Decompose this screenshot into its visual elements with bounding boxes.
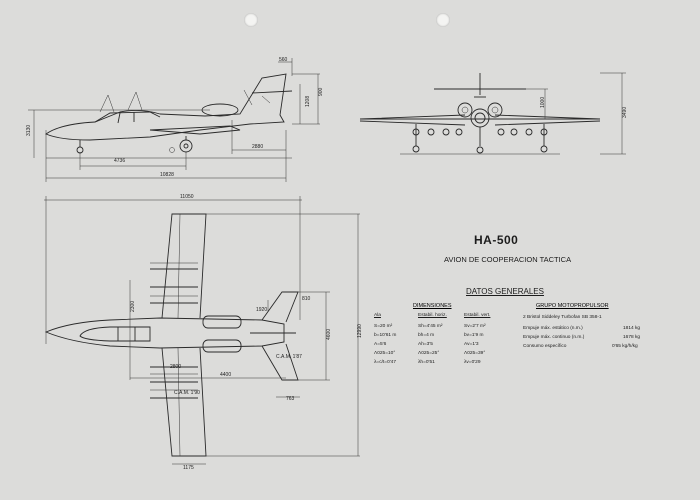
propulsion-label: Empuje máx. continuo (n.m.) (523, 335, 585, 340)
hstab-value: Ah=3'5 (418, 342, 433, 347)
wing-value: λ=c/t=0'47 (374, 360, 396, 365)
dim-fin-chord: 560 (279, 57, 288, 63)
dim-front-span: 3490 (622, 107, 628, 118)
col-vstab-head: Estabil. vert. (464, 313, 491, 318)
wing-value: Λ025=10° (374, 351, 396, 356)
propulsion-label: Empuje máx. estático (n.m.) (523, 326, 583, 331)
wing-value: S=20 m² (374, 324, 393, 329)
front-view (359, 72, 626, 155)
dim-cam-tail: C.A.M. 1'87 (276, 354, 302, 360)
aircraft-subtitle: AVION DE COOPERACION TACTICA (444, 255, 572, 264)
dim-plan-root: 2300 (130, 301, 136, 312)
dim-plan-x3: 2800 (170, 364, 181, 370)
hstab-value: Sh=4'45 m² (418, 324, 443, 329)
dim-side-wheelbase: 4736 (114, 158, 125, 164)
vstab-value: Sv=2'7 m² (464, 324, 486, 329)
punch-hole-left (244, 13, 258, 27)
dim-plan-x5: 763 (286, 396, 295, 402)
dimensions-header: DIMENSIONES (413, 303, 452, 309)
engine-name: 2 Bristol Siddeley Turbofan SB 358-1 (523, 315, 602, 320)
plan-view (44, 196, 360, 465)
front-stores (412, 128, 548, 136)
propulsion-label: Consumo específico (523, 344, 567, 349)
hstab-value: bh=4 m (418, 333, 435, 338)
dim-plan-tip: 1175 (183, 465, 194, 471)
dim-cam-wing: C.A.M. 1'90 (174, 390, 200, 396)
dim-plan-total: 12990 (357, 324, 363, 338)
hstab-value: Λ025=25° (418, 351, 440, 356)
propulsion-value: 1678 kg (623, 335, 641, 340)
plan-stores-bottom (150, 366, 198, 399)
plan-stores-top (150, 262, 198, 304)
dim-plan-x2: 4400 (220, 372, 231, 378)
wing-value: A=5'6 (374, 342, 387, 347)
section-title: DATOS GENERALES (466, 287, 544, 296)
vstab-value: bv=1'9 m (464, 333, 484, 338)
side-view (28, 58, 320, 182)
propulsion-header: GRUPO MOTOPROPULSOR (536, 303, 609, 309)
col-wing-head: Ala (374, 313, 381, 318)
dim-plan-htail: 4600 (326, 329, 332, 340)
dim-plan-x6: 810 (302, 296, 311, 302)
vstab-value: Λ025=39° (464, 351, 486, 356)
col-hstab-head: Estabil. horiz. (418, 313, 447, 318)
dim-front-height: 1000 (540, 97, 546, 108)
dim-side-height: 3130 (26, 125, 32, 136)
vstab-value: λv=0'29 (464, 360, 481, 365)
dim-fin-top: 900 (318, 87, 324, 96)
hstab-value: λh=0'51 (418, 360, 435, 365)
dim-side-tail: 2880 (252, 144, 263, 150)
propulsion-value: 1814 kg (623, 326, 641, 331)
dim-side-length: 10828 (160, 172, 174, 178)
dim-plan-x1: 1920 (256, 307, 267, 313)
propulsion-value: 0'65 kg/h/kg (612, 344, 638, 349)
aircraft-title: HA-500 (474, 233, 519, 247)
vstab-value: Av=1'3 (464, 342, 479, 347)
dim-fin-height: 1208 (305, 96, 311, 107)
dim-plan-span: 11050 (180, 194, 194, 200)
punch-hole-right (436, 13, 450, 27)
wing-value: b=10'61 m (374, 333, 397, 338)
